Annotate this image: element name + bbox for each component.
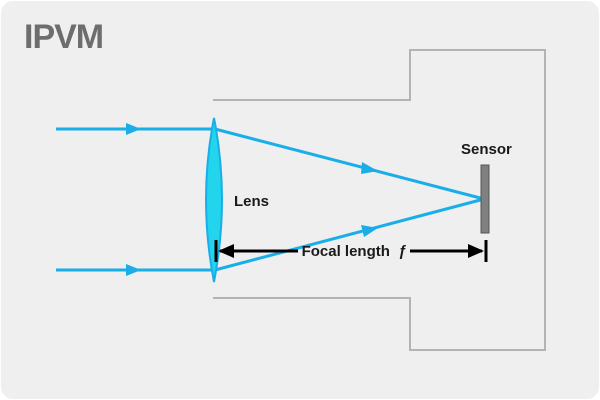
arrow-left-icon: [218, 244, 234, 258]
arrow-icon: [126, 123, 141, 135]
camera-body-outline: [213, 49, 546, 351]
arrow-icon: [361, 225, 378, 237]
ipvm-logo: IPVM: [24, 18, 103, 56]
focal-length-label: Focal length ƒ: [302, 243, 407, 260]
arrow-right-icon: [468, 244, 484, 258]
refracted-ray-top: [214, 127, 485, 201]
lens: [205, 117, 223, 283]
arrow-icon: [361, 162, 378, 174]
lens-label: Lens: [234, 193, 269, 210]
sensor: [480, 164, 490, 234]
sensor-label: Sensor: [461, 141, 512, 158]
arrow-icon: [126, 264, 141, 276]
refracted-ray-bottom: [214, 197, 485, 272]
focal-length-text: Focal length: [302, 243, 390, 260]
focal-length-symbol: ƒ: [398, 243, 406, 260]
